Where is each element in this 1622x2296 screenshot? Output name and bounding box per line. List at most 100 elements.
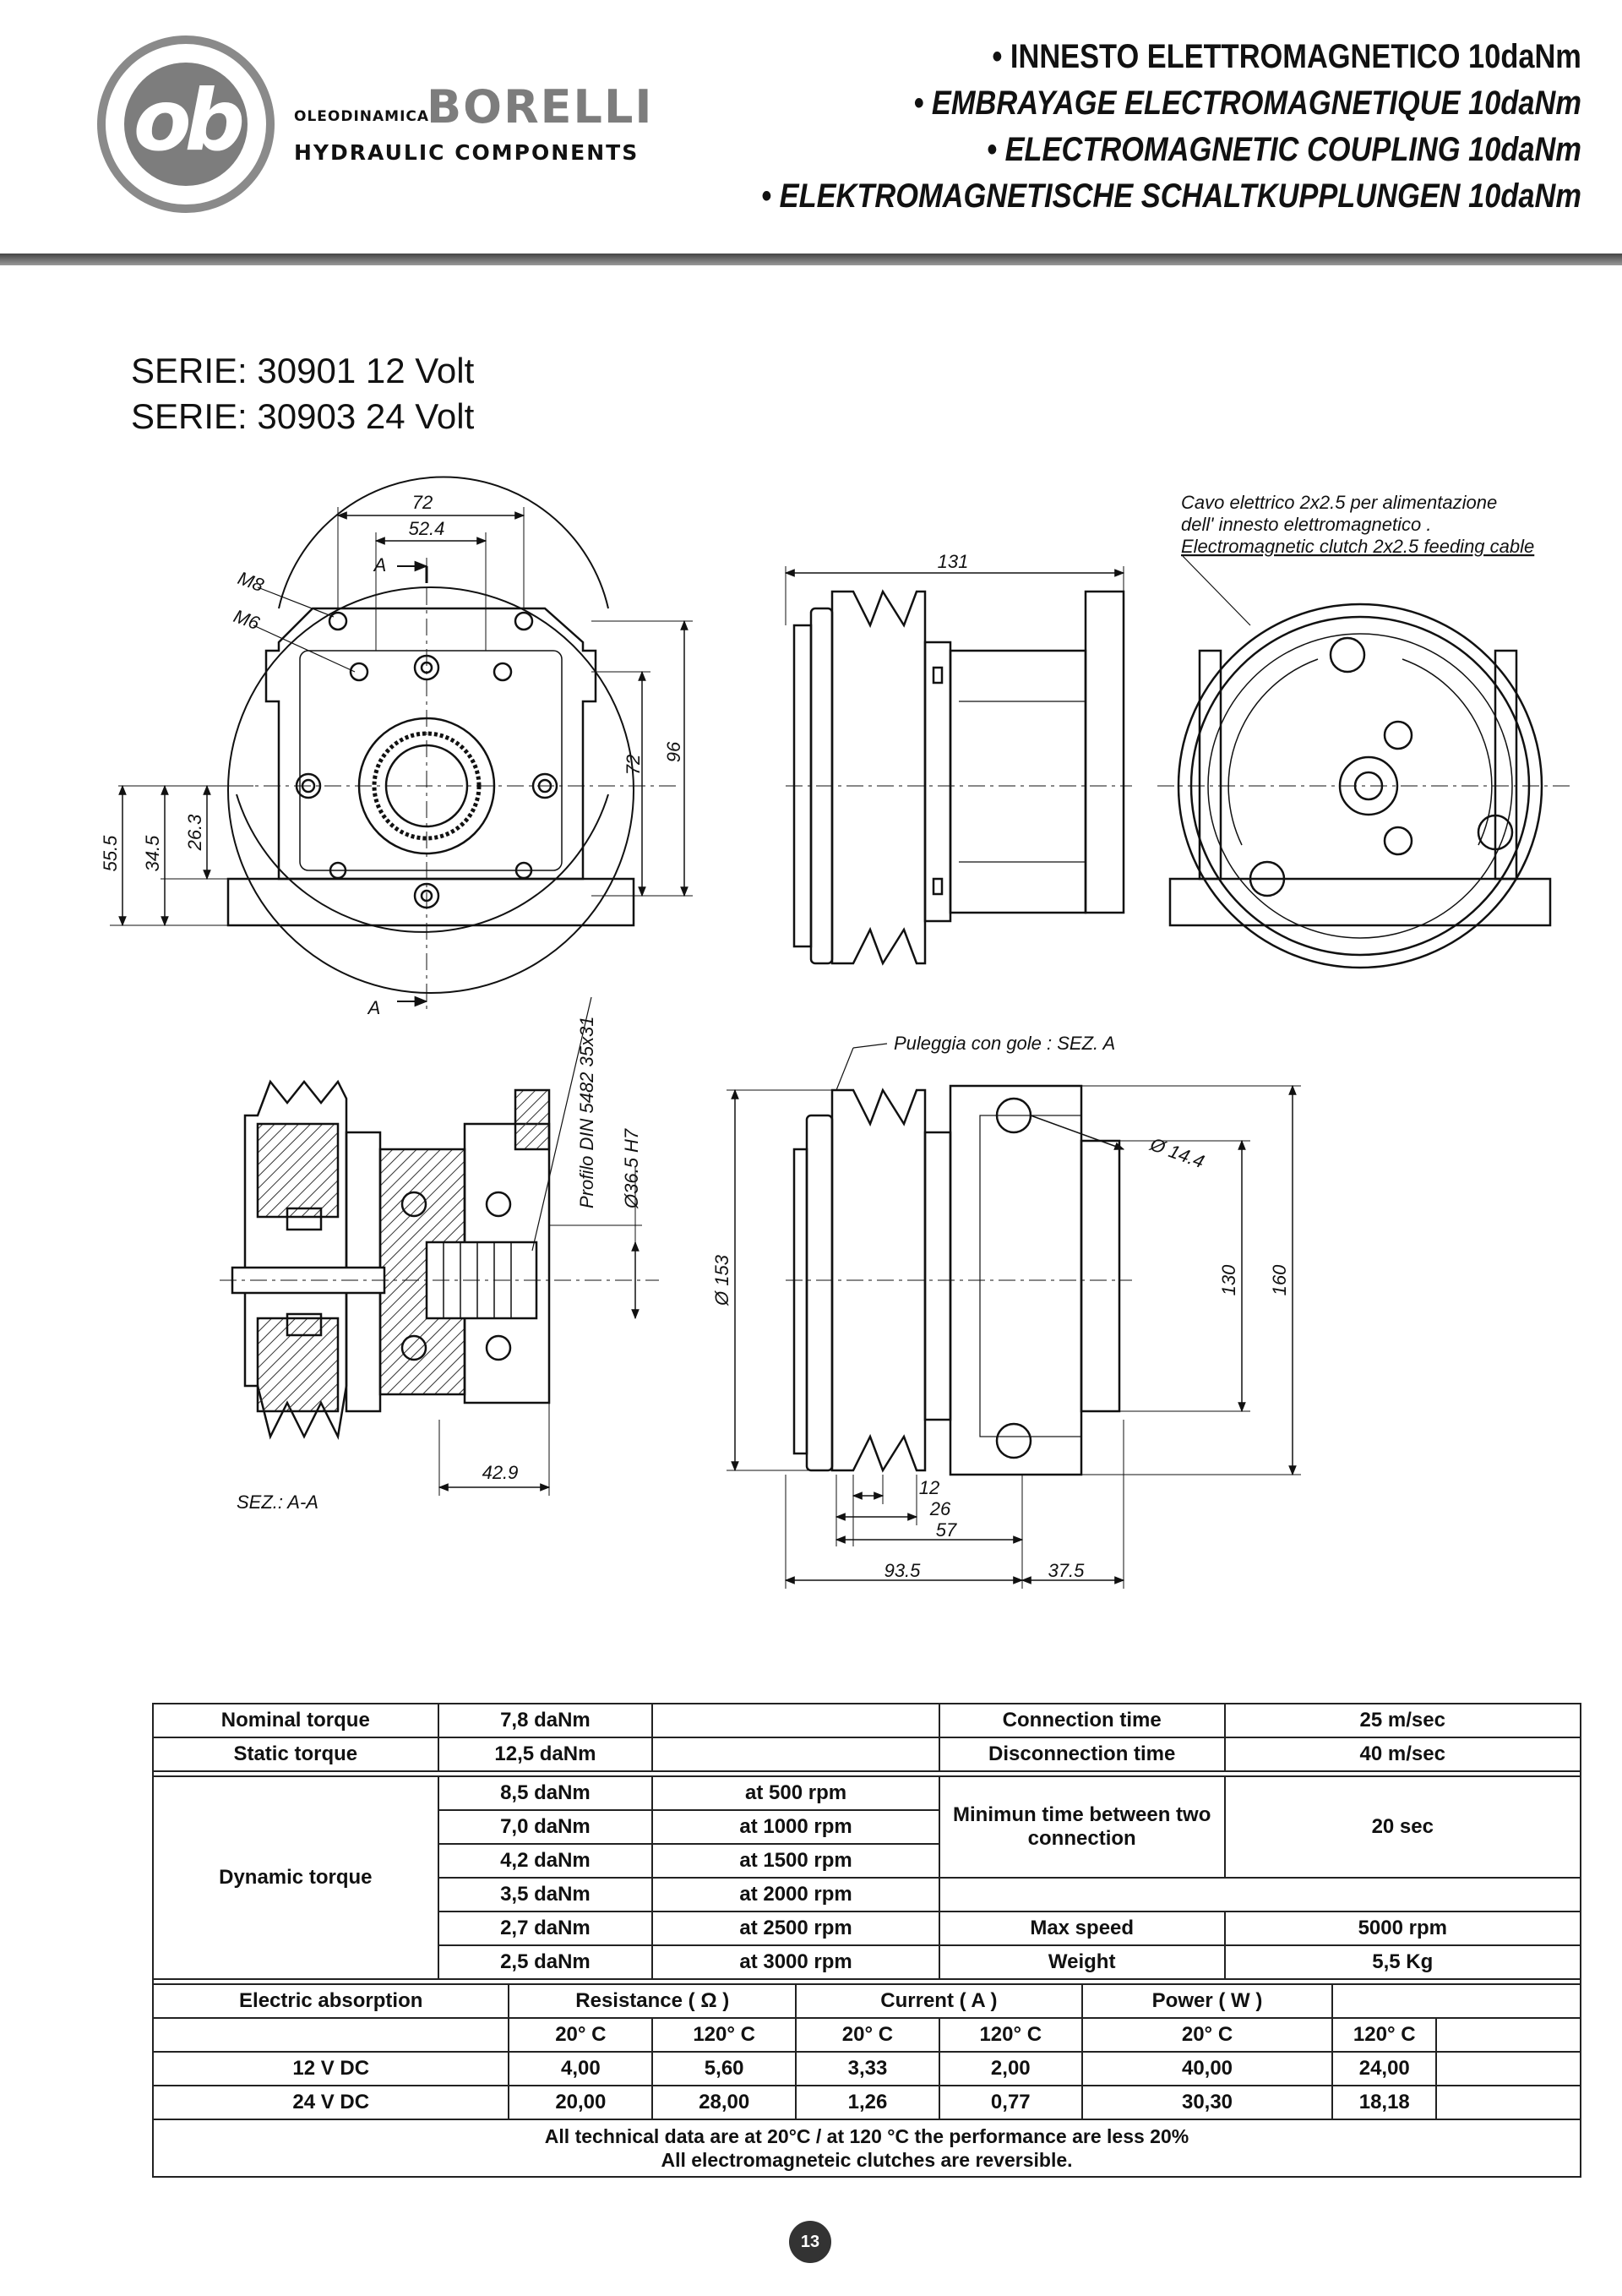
power-header: Power ( W ) [1080, 1983, 1334, 2019]
static-torque-value: 12,5 daNm [437, 1737, 654, 1772]
series-12v: SERIE: 30901 12 Volt [131, 351, 475, 390]
dim-26: 26 [929, 1498, 951, 1519]
temp-20: 20° C [795, 2017, 940, 2053]
resistance-20: 20,00 [508, 2085, 654, 2120]
current-header: Current ( A ) [795, 1983, 1083, 2019]
dynamic-rpm: at 1000 rpm [651, 1809, 940, 1845]
front-view [110, 476, 693, 1014]
voltage-label: 12 V DC [151, 2051, 510, 2086]
dynamic-rpm: at 2000 rpm [651, 1877, 940, 1912]
logo-badge: ob [124, 63, 248, 186]
cable-note-line-1: Cavo elettrico 2x2.5 per alimentazione [1181, 492, 1497, 513]
title-english: • ELECTROMAGNETIC COUPLING 10daNm [987, 131, 1581, 168]
disconnection-time-label: Disconnection time [938, 1737, 1226, 1772]
resistance-header: Resistance ( Ω ) [508, 1983, 797, 2019]
spec-table: Nominal torque 7,8 daNm Connection time … [151, 1703, 1582, 2178]
dim-26-3: 26.3 [184, 814, 205, 852]
spline-profile: Profilo DIN 5482 35x31 [576, 1017, 597, 1208]
pulley-note: Puleggia con gole : SEZ. A [894, 1033, 1115, 1054]
power-120: 24,00 [1331, 2051, 1438, 2086]
weight-label: Weight [938, 1944, 1226, 1980]
voltage-label: 24 V DC [151, 2085, 510, 2120]
section-view [220, 996, 659, 1496]
dim-52-4: 52.4 [409, 518, 445, 539]
resistance-20: 4,00 [508, 2051, 654, 2086]
temp-120: 120° C [1331, 2017, 1438, 2053]
note-line-1: All technical data are at 20°C / at 120 … [544, 2125, 1189, 2147]
brand-prefix: OLEODINAMICA [294, 108, 430, 125]
dim-55-5: 55.5 [100, 835, 121, 872]
title-italian: • INNESTO ELETTROMAGNETICO 10daNm [992, 38, 1581, 75]
nominal-torque-value: 7,8 daNm [437, 1703, 654, 1738]
connection-time-label: Connection time [938, 1703, 1226, 1738]
dim-130: 130 [1218, 1264, 1239, 1295]
product-titles: • INNESTO ELETTROMAGNETICO 10daNm • EMBR… [628, 34, 1581, 220]
dynamic-rpm: at 3000 rpm [651, 1944, 940, 1980]
resistance-120: 5,60 [651, 2051, 797, 2086]
disconnection-time-value: 40 m/sec [1223, 1737, 1582, 1772]
note-line-2: All electromagneteic clutches are revers… [661, 2149, 1073, 2171]
section-a-top: A [373, 554, 387, 575]
min-time-value: 20 sec [1223, 1775, 1582, 1879]
current-120: 2,00 [938, 2051, 1083, 2086]
rear-view [1157, 603, 1571, 969]
temp-20: 20° C [1080, 2017, 1334, 2053]
dynamic-torque-value: 3,5 daNm [437, 1877, 654, 1912]
dim-72-top: 72 [412, 492, 433, 513]
row-dynamic-5: 2,7 daNm at 2500 rpm Max speed 5000 rpm [153, 1911, 1582, 1946]
thread-m8: M8 [235, 567, 267, 596]
dynamic-torque-value: 7,0 daNm [437, 1809, 654, 1845]
temp-20: 20° C [508, 2017, 654, 2053]
dynamic-rpm: at 2500 rpm [651, 1911, 940, 1946]
row-dynamic-3: 4,2 daNm at 1500 rpm [153, 1843, 1581, 1879]
row-dynamic-6: 2,5 daNm at 3000 rpm Weight 5,5 Kg [153, 1944, 1582, 1980]
static-torque-label: Static torque [152, 1737, 439, 1772]
power-120: 18,18 [1331, 2085, 1438, 2120]
series-list: SERIE: 30901 12 Volt SERIE: 30903 24 Vol… [131, 348, 474, 439]
cable-note-line-2: dell' innesto elettromagnetico . [1181, 514, 1431, 535]
dynamic-rpm: at 500 rpm [651, 1775, 940, 1811]
resistance-120: 28,00 [651, 2085, 797, 2120]
logo-mark: ob [133, 71, 245, 170]
dim-72-right: 72 [623, 755, 644, 775]
row-dynamic-2: 7,0 daNm at 1000 rpm [153, 1809, 1581, 1845]
brand-logo: ob [97, 35, 275, 213]
brand-name: BORELLI [427, 80, 654, 134]
header-divider [0, 254, 1622, 265]
bore-diameter: Ø36.5 H7 [621, 1128, 642, 1209]
nominal-torque-label: Nominal torque [152, 1703, 439, 1738]
page-header: ob OLEODINAMICA BORELLI HYDRAULIC COMPON… [0, 0, 1622, 270]
series-24v: SERIE: 30903 24 Volt [131, 396, 475, 436]
dim-93-5: 93.5 [884, 1560, 922, 1581]
page-number: 13 [789, 2221, 831, 2263]
dynamic-rpm: at 1500 rpm [651, 1843, 940, 1879]
row-dynamic-4: 3,5 daNm at 2000 rpm [153, 1877, 1582, 1912]
dim-131: 131 [938, 551, 969, 572]
dim-12: 12 [919, 1477, 939, 1498]
max-speed-label: Max speed [938, 1911, 1226, 1946]
row-temperatures: 20° C 120° C 20° C 120° C 20° C 120° C [151, 2017, 1581, 2053]
dynamic-torque-value: 2,5 daNm [437, 1944, 654, 1980]
power-20: 30,30 [1080, 2085, 1334, 2120]
title-french: • EMBRAYAGE ELECTROMAGNETIQUE 10daNm [913, 85, 1581, 122]
cable-note-line-3: Electromagnetic clutch 2x2.5 feeding cab… [1181, 536, 1534, 557]
electric-absorption-label: Electric absorption [151, 1983, 510, 2019]
table-note: All technical data are at 20°C / at 120 … [152, 2119, 1581, 2178]
row-nominal-torque: Nominal torque 7,8 daNm Connection time … [152, 1703, 1582, 1738]
connection-time-value: 25 m/sec [1223, 1703, 1582, 1738]
side-view-top [784, 566, 1132, 966]
row-static-torque: Static torque 12,5 daNm Disconnection ti… [152, 1737, 1582, 1772]
row-24v: 24 V DC 20,00 28,00 1,26 0,77 30,30 18,1… [151, 2085, 1581, 2120]
dim-34-5: 34.5 [142, 835, 163, 872]
max-speed-value: 5000 rpm [1223, 1911, 1582, 1946]
power-20: 40,00 [1080, 2051, 1334, 2086]
temp-120: 120° C [651, 2017, 797, 2053]
current-20: 1,26 [795, 2085, 940, 2120]
row-note: All technical data are at 20°C / at 120 … [152, 2119, 1581, 2178]
dynamic-torque-value: 2,7 daNm [437, 1911, 654, 1946]
dynamic-torque-label: Dynamic torque [152, 1775, 439, 1980]
dim-14-4: Ø 14.4 [1146, 1133, 1207, 1172]
brand-subtitle: HYDRAULIC COMPONENTS [294, 140, 640, 165]
current-20: 3,33 [795, 2051, 940, 2086]
